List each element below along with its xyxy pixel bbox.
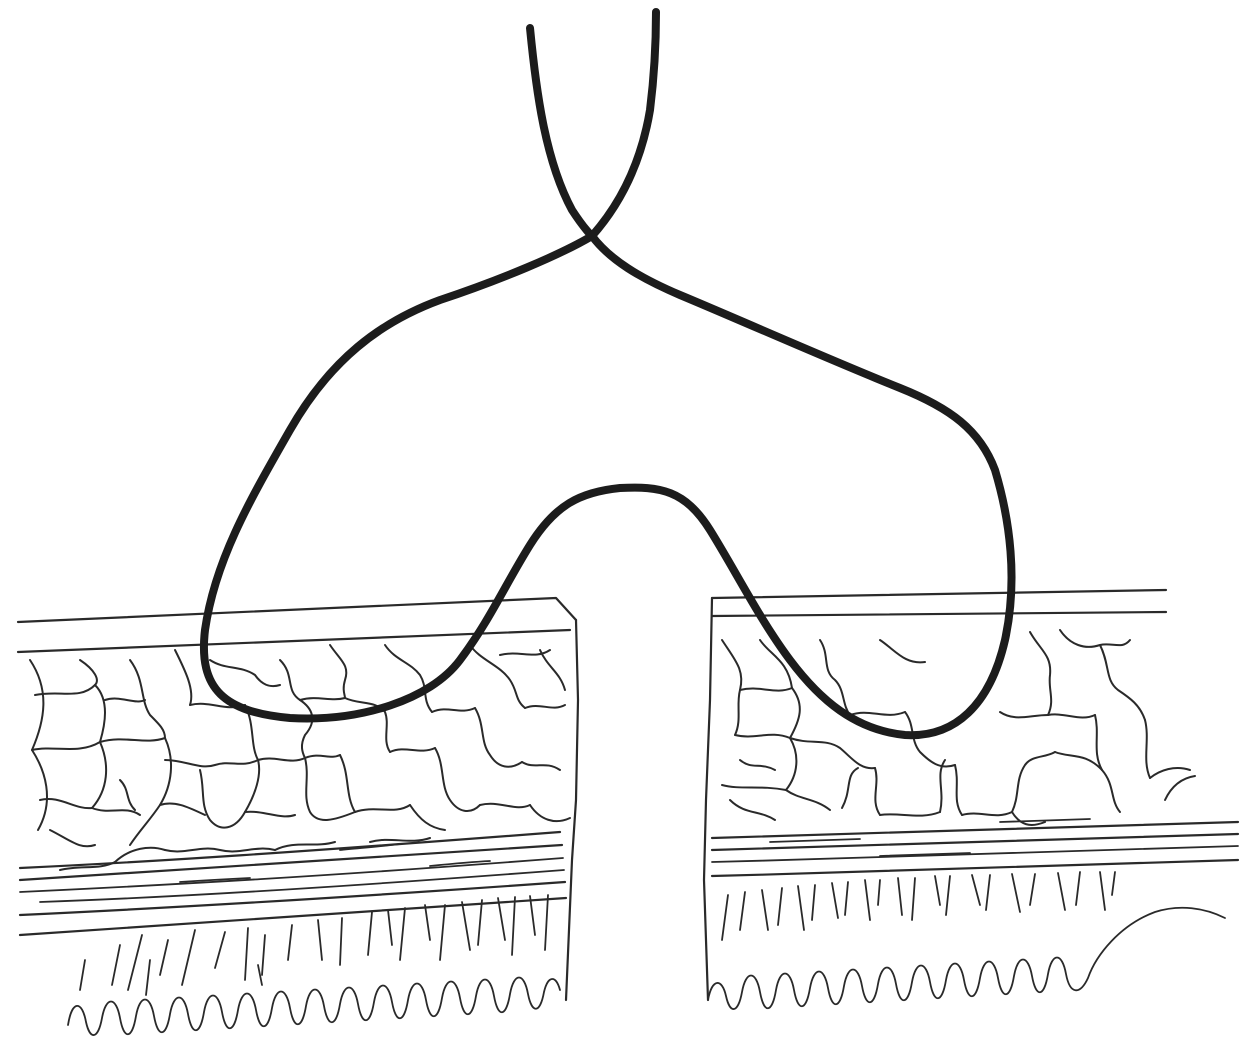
left-tissue-block	[18, 598, 578, 1035]
suture-strand-left	[204, 28, 1012, 735]
right-fascia-layer	[712, 819, 1238, 876]
suture-strand-right	[592, 12, 656, 236]
right-skin-inner-line	[712, 612, 1166, 616]
left-fascia-layer	[20, 832, 566, 935]
right-mucosa-layer	[708, 908, 1225, 1009]
left-mucosa-layer	[68, 978, 560, 1036]
left-fat-layer	[30, 645, 570, 870]
left-skin-inner-line	[18, 630, 570, 652]
right-skin-surface-line	[712, 590, 1166, 598]
suture-loop	[204, 12, 1012, 735]
right-wound-edge	[704, 598, 712, 1000]
left-wound-edge	[566, 620, 578, 1000]
right-muscle-layer	[722, 872, 1115, 940]
left-muscle-layer	[80, 895, 548, 995]
